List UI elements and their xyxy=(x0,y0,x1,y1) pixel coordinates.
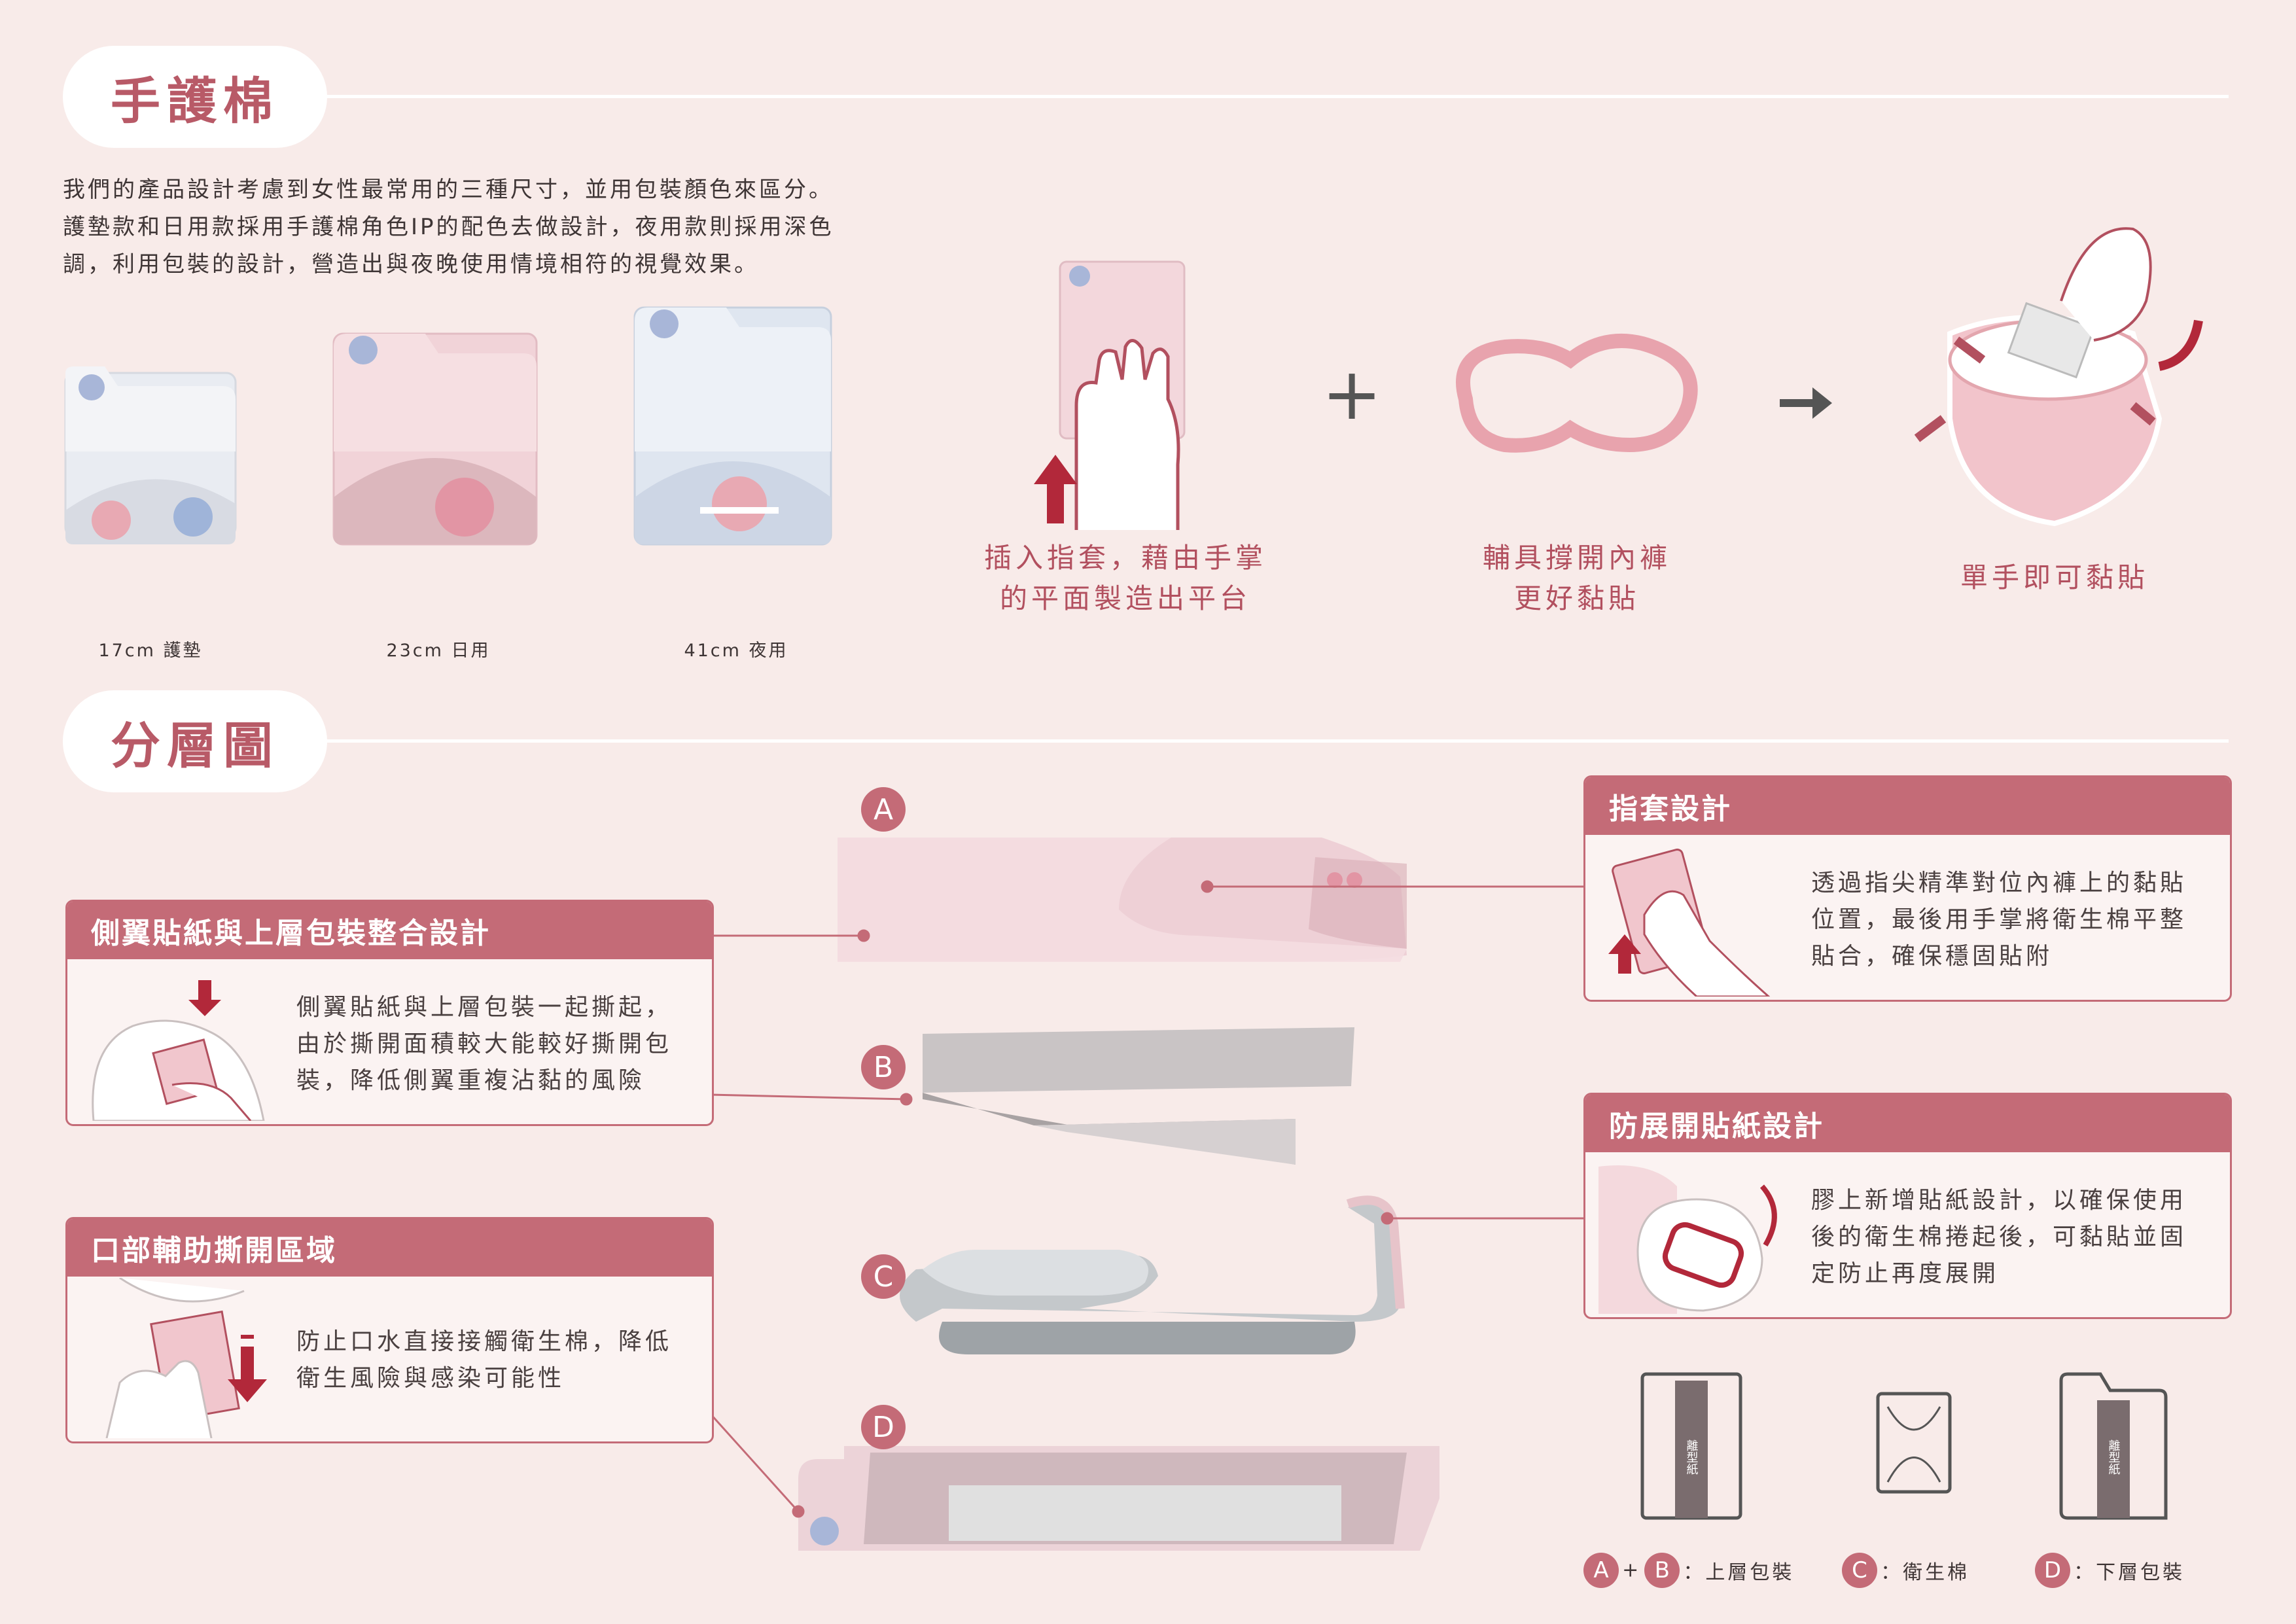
mouth-assist-card: 口部輔助撕開區域 防止口水直接接觸衛生棉，降低 衛生風險與感染可能性 xyxy=(65,1217,714,1443)
release-paper-flat-icon: 離型紙 xyxy=(1640,1372,1742,1520)
desc-line: 膠上新增貼紙設計，以確保使用 xyxy=(1811,1187,2187,1214)
legend: A + B ：上層包裝 C ：衛生棉 D ：下層包裝 xyxy=(1583,1553,2238,1592)
side-wing-illustration xyxy=(92,980,265,1121)
size-label-41cm: 41cm 夜用 xyxy=(684,641,788,661)
step-line: 更好黏貼 xyxy=(1513,582,1640,614)
card-description: 防止口水直接接觸衛生棉，降低 衛生風險與感染可能性 xyxy=(296,1324,672,1397)
intro-line: 護墊款和日用款採用手護棉角色IP的配色去做設計，夜用款則採用深色 xyxy=(63,214,834,240)
size-label-17cm: 17cm 護墊 xyxy=(98,641,203,661)
finger-sleeve-illustration xyxy=(1034,260,1186,530)
desc-line: 裝，降低側翼重複沾黏的風險 xyxy=(296,1067,646,1094)
layer-label-c: C xyxy=(861,1254,906,1299)
mouth-assist-illustration xyxy=(105,1278,267,1438)
step-line: 輔具撐開內褲 xyxy=(1482,542,1671,574)
desc-line: 透過指尖精準對位內褲上的黏貼 xyxy=(1811,870,2187,896)
release-paper-text: 離型紙 xyxy=(1685,1439,1699,1475)
layer-b-wing-sticker xyxy=(923,1027,1354,1165)
size-label-23cm: 23cm 日用 xyxy=(386,641,491,661)
legend-text: ：衛生棉 xyxy=(1881,1561,1970,1584)
layer-label-d: D xyxy=(861,1405,906,1449)
intro-line: 調，利用包裝的設計，營造出與夜晚使用情境相符的視覺效果。 xyxy=(63,251,759,277)
card-title: 口部輔助撕開區域 xyxy=(67,1219,712,1277)
release-paper-icons: 離型紙 離型紙 xyxy=(1640,1372,2168,1520)
layer-a-top-package xyxy=(838,838,1407,962)
legend-text: ：上層包裝 xyxy=(1683,1561,1795,1584)
side-wing-sticker-card: 側翼貼紙與上層包裝整合設計 側翼貼紙與上層包裝一起撕起， 由於撕開面積較大能較好… xyxy=(65,900,714,1126)
layer-label-b: B xyxy=(861,1045,906,1089)
support-tool-illustration xyxy=(1456,333,1698,453)
card-title: 側翼貼紙與上層包裝整合設計 xyxy=(67,902,712,959)
anti-unfold-illustration xyxy=(1598,1165,1777,1314)
package-17cm xyxy=(64,366,237,544)
desc-line: 衛生風險與感染可能性 xyxy=(296,1365,565,1392)
legend-mark-d: D xyxy=(2035,1553,2070,1588)
section-title: 手護棉 xyxy=(111,72,279,130)
legend-mark-b: B xyxy=(1644,1553,1680,1588)
release-paper-folded-icon xyxy=(1876,1392,1952,1494)
step-line: 的平面製造出平台 xyxy=(999,582,1251,614)
release-paper-text: 離型紙 xyxy=(2107,1439,2121,1475)
intro-text: 我們的產品設計考慮到女性最常用的三種尺寸，並用包裝顏色來區分。 護墊款和日用款採… xyxy=(63,171,913,283)
desc-line: 貼合，確保穩固貼附 xyxy=(1811,943,2053,970)
card-description: 透過指尖精準對位內褲上的黏貼 位置，最後用手掌將衛生棉平整 貼合，確保穩固貼附 xyxy=(1811,865,2187,975)
desc-line: 後的衛生棉捲起後，可黏貼並固 xyxy=(1811,1224,2187,1250)
package-41cm xyxy=(633,306,832,546)
finger-sleeve-card: 指套設計 透過指尖精準對位內褲上的黏貼 位置，最後用手掌將衛生棉平整 貼合，確保… xyxy=(1583,775,2232,1002)
package-illustrations xyxy=(64,306,832,546)
layer-c-pad xyxy=(900,1195,1405,1354)
step-illustrations: + xyxy=(1034,227,2203,530)
legend-joiner: + xyxy=(1622,1559,1642,1582)
legend-text: ：下層包裝 xyxy=(2074,1561,2185,1584)
step-label-support-tool: 輔具撐開內褲 更好黏貼 xyxy=(1407,538,1747,619)
legend-mark-a: A xyxy=(1583,1553,1619,1588)
anti-unfold-sticker-card: 防展開貼紙設計 膠上新增貼紙設計，以確保使用 後的衛生棉捲起後，可黏貼並固 定防… xyxy=(1583,1093,2232,1319)
section-divider xyxy=(325,95,2229,98)
plus-symbol: + xyxy=(1322,352,1382,436)
intro-line: 我們的產品設計考慮到女性最常用的三種尺寸，並用包裝顏色來區分。 xyxy=(63,177,834,203)
card-title: 防展開貼紙設計 xyxy=(1585,1095,2230,1152)
finger-sleeve-card-illustration xyxy=(1608,848,1771,997)
legend-item-c: C ：衛生棉 xyxy=(1842,1553,1969,1588)
package-23cm xyxy=(332,332,538,546)
legend-item-ab: A + B ：上層包裝 xyxy=(1583,1553,1794,1588)
legend-item-d: D ：下層包裝 xyxy=(2035,1553,2185,1588)
one-hand-apply-illustration xyxy=(1914,227,2203,527)
layer-label-a: A xyxy=(861,787,906,832)
section-divider xyxy=(325,739,2229,743)
step-label-finger-sleeve: 插入指套，藉由手掌 的平面製造出平台 xyxy=(942,538,1309,619)
step-label-one-hand: 單手即可黏貼 xyxy=(1884,557,2225,598)
desc-line: 由於撕開面積較大能較好撕開包 xyxy=(296,1031,673,1057)
section-title-pill: 分層圖 xyxy=(63,690,327,792)
section-title-pill: 手護棉 xyxy=(63,46,327,148)
section-title: 分層圖 xyxy=(111,716,279,775)
card-description: 膠上新增貼紙設計，以確保使用 後的衛生棉捲起後，可黏貼並固 定防止再度展開 xyxy=(1811,1182,2187,1292)
arrow-right-icon xyxy=(1780,387,1832,419)
desc-line: 定防止再度展開 xyxy=(1811,1260,2000,1287)
desc-line: 側翼貼紙與上層包裝一起撕起， xyxy=(296,994,673,1021)
desc-line: 位置，最後用手掌將衛生棉平整 xyxy=(1811,906,2187,933)
step-line: 單手即可黏貼 xyxy=(1960,561,2149,593)
card-description: 側翼貼紙與上層包裝一起撕起， 由於撕開面積較大能較好撕開包 裝，降低側翼重複沾黏… xyxy=(296,989,672,1099)
release-paper-package-icon: 離型紙 xyxy=(2059,1372,2168,1520)
exploded-layer-diagram xyxy=(798,838,1439,1551)
card-title: 指套設計 xyxy=(1585,777,2230,835)
desc-line: 防止口水直接接觸衛生棉，降低 xyxy=(296,1328,673,1355)
step-line: 插入指套，藉由手掌 xyxy=(983,542,1267,574)
legend-mark-c: C xyxy=(1842,1553,1877,1588)
layer-d-bottom-package xyxy=(798,1446,1439,1551)
